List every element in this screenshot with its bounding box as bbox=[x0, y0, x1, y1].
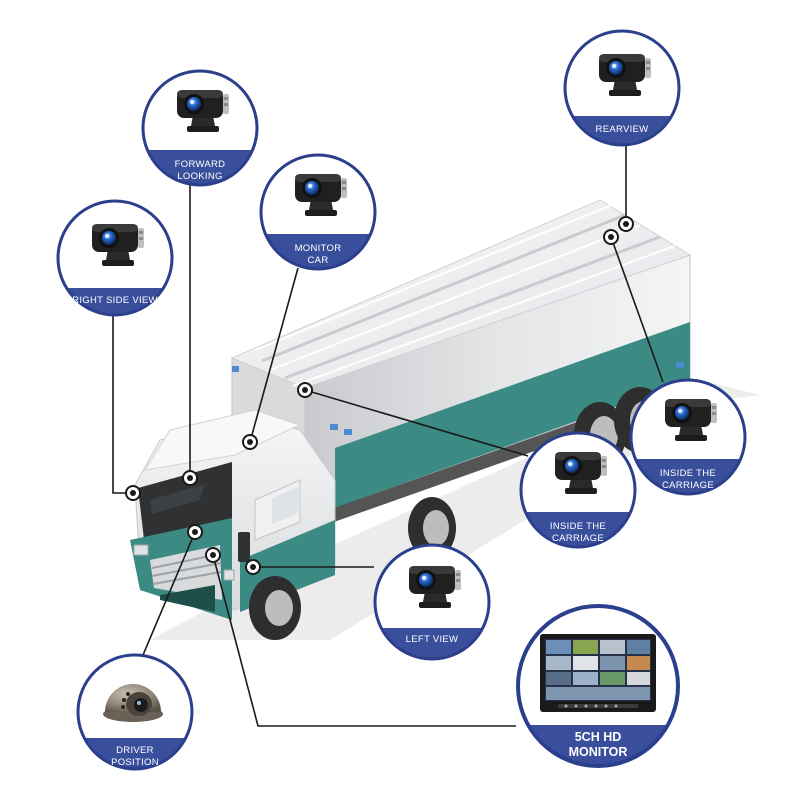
callout-label: LEFT VIEW bbox=[406, 634, 459, 645]
callout-label: 5CH HD bbox=[575, 730, 622, 744]
callout-forward-looking: FORWARD LOOKING bbox=[141, 69, 259, 187]
connector-lines bbox=[112, 145, 664, 727]
callout-label: POSITION bbox=[111, 757, 159, 768]
callout-label: CAR bbox=[308, 255, 329, 266]
dome-camera-icon bbox=[103, 684, 163, 722]
callout-monitor: 5CH HD MONITOR bbox=[516, 604, 680, 768]
callout-label: INSIDE THE bbox=[660, 468, 716, 479]
callout-label: FORWARD bbox=[175, 159, 226, 170]
callout-label: RIGHT SIDE VIEW bbox=[72, 295, 158, 306]
callout-label: REARVIEW bbox=[596, 124, 649, 135]
line-driver-position bbox=[142, 531, 196, 656]
line-inside-carriage-mid bbox=[304, 389, 529, 457]
quad-monitor-icon bbox=[540, 634, 656, 712]
callout-label: LOOKING bbox=[177, 171, 222, 182]
line-monitor bbox=[212, 554, 516, 727]
callout-label: MONITOR bbox=[295, 243, 342, 254]
truck-illustration bbox=[130, 199, 760, 640]
callout-left-view: LEFT VIEW bbox=[373, 543, 491, 661]
callout-label: INSIDE THE bbox=[550, 521, 606, 532]
callout-label: MONITOR bbox=[569, 745, 628, 759]
callout-right-side-view: RIGHT SIDE VIEW bbox=[56, 199, 174, 317]
callout-label: DRIVER bbox=[116, 745, 154, 756]
callout-label: CARRIAGE bbox=[662, 480, 714, 491]
callout-inside-carriage-mid: INSIDE THE CARRIAGE bbox=[519, 431, 637, 549]
line-right-side-view bbox=[112, 314, 133, 494]
callout-monitor-car: MONITOR CAR bbox=[259, 153, 377, 271]
callout-label: CARRIAGE bbox=[552, 533, 604, 544]
callout-rearview: REARVIEW bbox=[563, 29, 681, 147]
callout-inside-carriage-rear: INSIDE THE CARRIAGE bbox=[629, 378, 747, 496]
line-monitor-car bbox=[249, 267, 299, 443]
callout-driver-position: DRIVER POSITION bbox=[76, 653, 194, 771]
line-inside-carriage-rear bbox=[610, 236, 664, 383]
